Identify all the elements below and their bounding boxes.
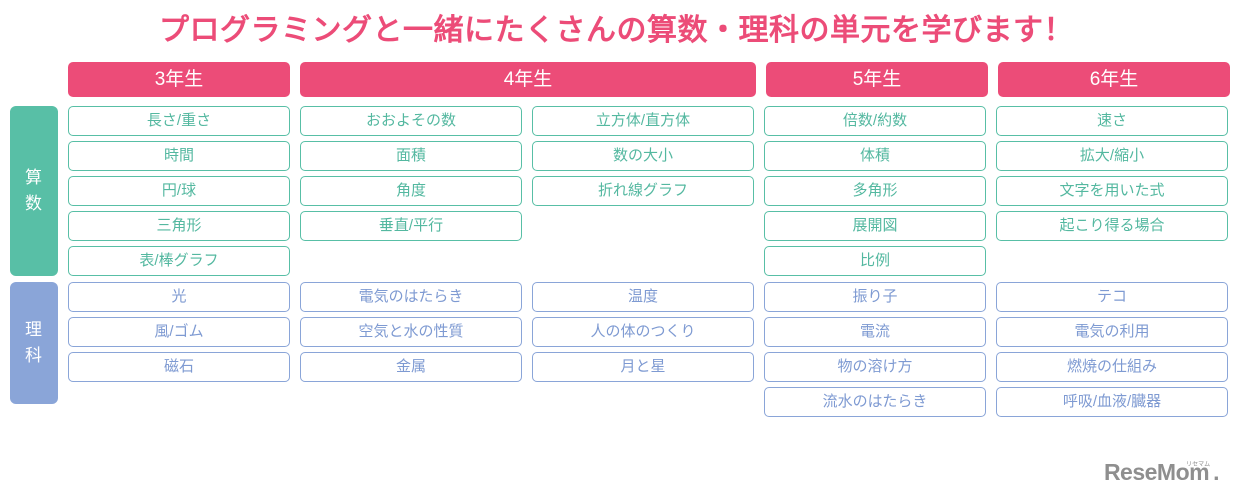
unit-cell[interactable]: 三角形 <box>68 211 290 241</box>
unit-cell[interactable]: 呼吸/血液/臓器 <box>996 387 1228 417</box>
unit-cell[interactable]: 倍数/約数 <box>764 106 986 136</box>
unit-cell[interactable]: 人の体のつくり <box>532 317 754 347</box>
unit-cell[interactable]: 比例 <box>764 246 986 276</box>
grade-header-3: 3年生 <box>68 62 290 97</box>
science-column-grade4-a: 電気のはたらき 空気と水の性質 金属 <box>300 282 522 417</box>
unit-cell[interactable]: 起こり得る場合 <box>996 211 1228 241</box>
math-column-grade4-b: 立方体/直方体 数の大小 折れ線グラフ <box>532 106 754 276</box>
subject-label-math: 算 数 <box>10 106 58 276</box>
unit-cell[interactable]: 空気と水の性質 <box>300 317 522 347</box>
science-column-grade4-b: 温度 人の体のつくり 月と星 <box>532 282 754 417</box>
unit-cell[interactable]: 展開図 <box>764 211 986 241</box>
unit-cell[interactable]: 垂直/平行 <box>300 211 522 241</box>
science-column-grade3: 光 風/ゴム 磁石 <box>68 282 290 417</box>
science-column-grade5: 振り子 電流 物の溶け方 流水のはたらき <box>764 282 986 417</box>
unit-cell[interactable]: 文字を用いた式 <box>996 176 1228 206</box>
unit-cell[interactable]: 折れ線グラフ <box>532 176 754 206</box>
subject-label-math-char-2: 数 <box>25 194 43 213</box>
unit-cell[interactable]: 流水のはたらき <box>764 387 986 417</box>
unit-cell[interactable]: 風/ゴム <box>68 317 290 347</box>
unit-cell[interactable]: 光 <box>68 282 290 312</box>
unit-cell[interactable]: 体積 <box>764 141 986 171</box>
unit-cell[interactable]: 月と星 <box>532 352 754 382</box>
science-columns: 光 風/ゴム 磁石 電気のはたらき 空気と水の性質 金属 温度 人の体のつくり … <box>68 282 1228 417</box>
subject-label-science: 理 科 <box>10 282 58 404</box>
math-column-grade3: 長さ/重さ 時間 円/球 三角形 表/棒グラフ <box>68 106 290 276</box>
unit-cell[interactable]: 物の溶け方 <box>764 352 986 382</box>
unit-cell[interactable]: テコ <box>996 282 1228 312</box>
math-columns: 長さ/重さ 時間 円/球 三角形 表/棒グラフ おおよその数 面積 角度 垂直/… <box>68 106 1228 276</box>
unit-cell[interactable]: 表/棒グラフ <box>68 246 290 276</box>
unit-cell[interactable]: 電気のはたらき <box>300 282 522 312</box>
unit-cell[interactable]: 面積 <box>300 141 522 171</box>
subject-block-science: 理 科 光 風/ゴム 磁石 電気のはたらき 空気と水の性質 金属 温度 人の体の… <box>0 282 1233 417</box>
unit-cell[interactable]: 時間 <box>68 141 290 171</box>
resemom-logo: ReseMom リセマム . <box>1103 459 1220 485</box>
subject-label-math-char-1: 算 <box>25 167 43 187</box>
unit-cell[interactable]: 温度 <box>532 282 754 312</box>
unit-cell[interactable]: 速さ <box>996 106 1228 136</box>
unit-cell[interactable]: おおよその数 <box>300 106 522 136</box>
unit-cell[interactable]: 燃焼の仕組み <box>996 352 1228 382</box>
page-title: プログラミングと一緒にたくさんの算数・理科の単元を学びます！ <box>159 14 1074 47</box>
unit-cell[interactable]: 数の大小 <box>532 141 754 171</box>
unit-cell[interactable]: 円/球 <box>68 176 290 206</box>
unit-cell[interactable]: 振り子 <box>764 282 986 312</box>
science-column-grade6: テコ 電気の利用 燃焼の仕組み 呼吸/血液/臓器 <box>996 282 1228 417</box>
unit-cell[interactable]: 拡大/縮小 <box>996 141 1228 171</box>
grade-header-row: 3年生 4年生 5年生 6年生 <box>0 62 1233 97</box>
grade-header-5: 5年生 <box>766 62 988 97</box>
subject-label-science-char-2: 科 <box>25 346 43 365</box>
unit-cell[interactable]: 磁石 <box>68 352 290 382</box>
units-board: 3年生 4年生 5年生 6年生 算 数 長さ/重さ 時間 円/球 三角形 表/棒… <box>0 62 1233 417</box>
subject-label-science-char-1: 理 <box>25 319 43 339</box>
math-column-grade6: 速さ 拡大/縮小 文字を用いた式 起こり得る場合 <box>996 106 1228 276</box>
logo-ruby-text: リセマム <box>1186 462 1211 468</box>
unit-cell[interactable]: 長さ/重さ <box>68 106 290 136</box>
unit-cell[interactable]: 金属 <box>300 352 522 382</box>
subject-block-math: 算 数 長さ/重さ 時間 円/球 三角形 表/棒グラフ おおよその数 面積 角度… <box>0 106 1233 276</box>
logo-wordmark: ReseMom <box>1103 459 1210 485</box>
logo-dot: . <box>1213 459 1219 485</box>
grade-header-6: 6年生 <box>998 62 1230 97</box>
unit-cell[interactable]: 立方体/直方体 <box>532 106 754 136</box>
unit-cell[interactable]: 電流 <box>764 317 986 347</box>
unit-cell[interactable]: 多角形 <box>764 176 986 206</box>
math-column-grade4-a: おおよその数 面積 角度 垂直/平行 <box>300 106 522 276</box>
unit-cell[interactable]: 電気の利用 <box>996 317 1228 347</box>
grade-header-4: 4年生 <box>300 62 756 97</box>
math-column-grade5: 倍数/約数 体積 多角形 展開図 比例 <box>764 106 986 276</box>
unit-cell[interactable]: 角度 <box>300 176 522 206</box>
